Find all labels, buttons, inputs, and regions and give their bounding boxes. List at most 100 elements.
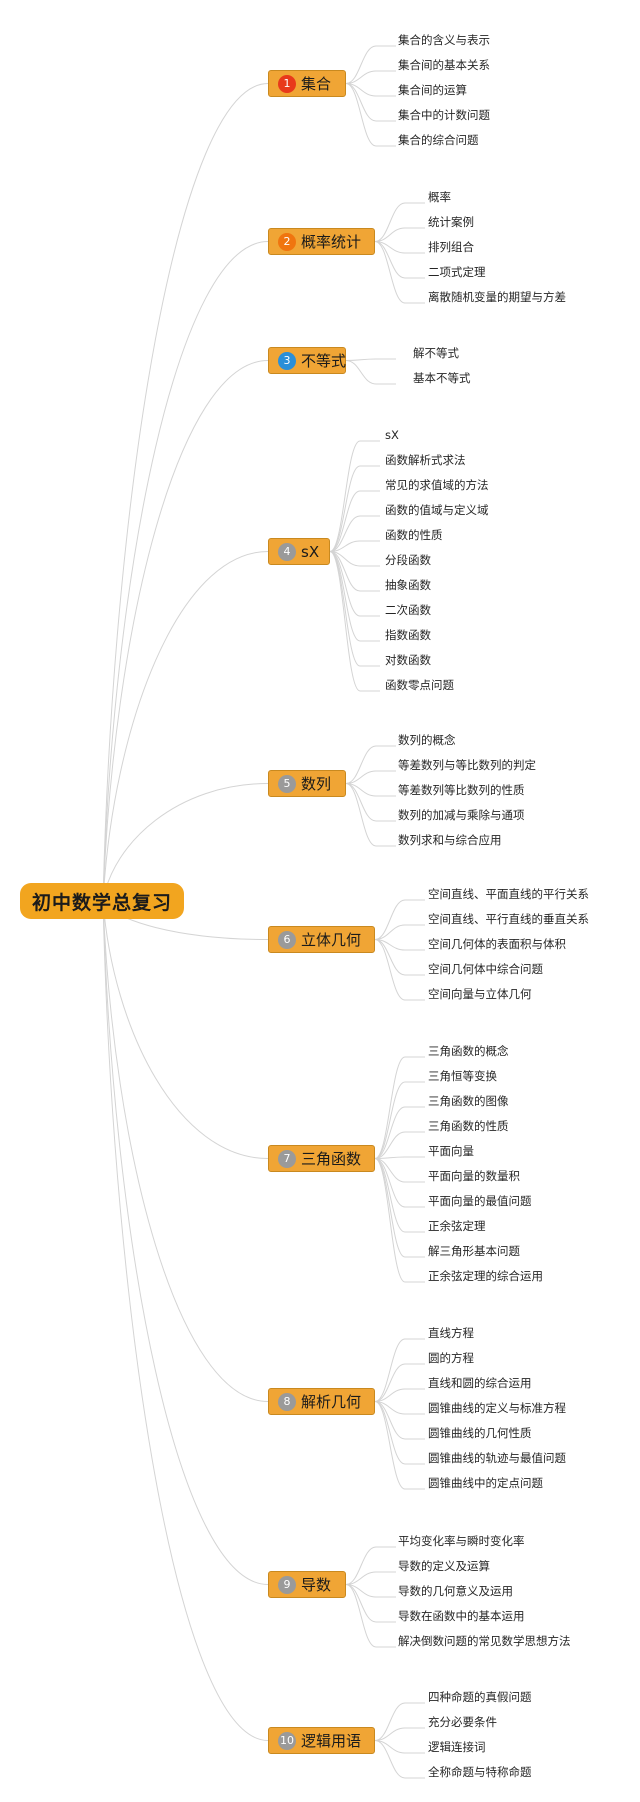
leaf-topic[interactable]: 基本不等式 — [413, 371, 471, 385]
leaf-topic[interactable]: 四种命题的真假问题 — [428, 1690, 532, 1704]
leaf-connector — [374, 899, 425, 940]
branch-node[interactable]: 1 集合 — [268, 70, 346, 97]
leaf-topic[interactable]: 空间直线、平面直线的平行关系 — [428, 887, 589, 901]
leaf-topic[interactable]: 导数在函数中的基本运用 — [398, 1609, 525, 1623]
leaf-topic[interactable]: 对数函数 — [385, 653, 431, 667]
leaf-topic[interactable]: 常见的求值域的方法 — [385, 478, 489, 492]
branch-number-badge: 2 — [278, 232, 296, 251]
leaf-topic[interactable]: 平面向量的最值问题 — [428, 1194, 532, 1208]
branch-connector — [102, 83, 269, 902]
leaf-topic[interactable]: 集合间的基本关系 — [398, 58, 490, 72]
leaf-topic[interactable]: 集合中的计数问题 — [398, 108, 490, 122]
leaf-topic[interactable]: 抽象函数 — [385, 578, 431, 592]
leaf-connector — [345, 1584, 396, 1623]
leaf-topic[interactable]: 直线方程 — [428, 1326, 474, 1340]
branch-label: 集合 — [301, 75, 332, 93]
branch-node[interactable]: 6 立体几何 — [268, 926, 375, 953]
branch-label: 立体几何 — [301, 931, 362, 949]
leaf-topic[interactable]: 函数的性质 — [385, 528, 443, 542]
leaf-topic[interactable]: 导数的几何意义及运用 — [398, 1584, 513, 1598]
leaf-connector — [374, 1740, 425, 1779]
leaf-topic[interactable]: 数列的概念 — [398, 733, 456, 747]
leaf-connector — [345, 358, 396, 361]
leaf-topic[interactable]: 等差数列等比数列的性质 — [398, 783, 525, 797]
leaf-topic[interactable]: 集合的综合问题 — [398, 133, 479, 147]
leaf-topic[interactable]: 三角恒等变换 — [428, 1069, 497, 1083]
leaf-topic[interactable]: 三角函数的性质 — [428, 1119, 509, 1133]
branch-number-badge: 4 — [278, 542, 296, 561]
branch-connector — [102, 783, 269, 902]
leaf-topic[interactable]: 解决倒数问题的常见数学思想方法 — [398, 1634, 571, 1648]
branch-connector — [102, 900, 269, 1402]
leaf-topic[interactable]: 二项式定理 — [428, 265, 486, 279]
leaf-connector — [329, 540, 380, 552]
leaf-connector — [374, 939, 425, 976]
leaf-topic[interactable]: 排列组合 — [428, 240, 474, 254]
leaf-topic[interactable]: 空间几何体的表面积与体积 — [428, 937, 566, 951]
leaf-topic[interactable]: 空间几何体中综合问题 — [428, 962, 543, 976]
root-topic[interactable]: 初中数学总复习 — [20, 883, 184, 919]
leaf-topic[interactable]: 数列的加减与乘除与通项 — [398, 808, 525, 822]
leaf-connector — [374, 939, 425, 951]
leaf-topic[interactable]: 函数零点问题 — [385, 678, 454, 692]
leaf-topic[interactable]: 平面向量的数量积 — [428, 1169, 520, 1183]
leaf-topic[interactable]: 正余弦定理 — [428, 1219, 486, 1233]
leaf-connector — [329, 551, 380, 692]
leaf-topic[interactable]: 三角函数的概念 — [428, 1044, 509, 1058]
branch-connector — [102, 241, 269, 902]
leaf-topic[interactable]: 圆的方程 — [428, 1351, 474, 1365]
leaf-connector — [345, 45, 396, 84]
leaf-topic[interactable]: 空间向量与立体几何 — [428, 987, 532, 1001]
branch-node[interactable]: 4 sX — [268, 538, 330, 565]
branch-number-badge: 6 — [278, 930, 296, 949]
leaf-topic[interactable]: 解三角形基本问题 — [428, 1244, 520, 1258]
leaf-topic[interactable]: 二次函数 — [385, 603, 431, 617]
leaf-topic[interactable]: 等差数列与等比数列的判定 — [398, 758, 536, 772]
leaf-connector — [329, 515, 380, 552]
leaf-topic[interactable]: 分段函数 — [385, 553, 431, 567]
leaf-topic[interactable]: 全称命题与特称命题 — [428, 1765, 532, 1779]
leaf-topic[interactable]: 平均变化率与瞬时变化率 — [398, 1534, 525, 1548]
leaf-topic[interactable]: sX — [385, 428, 399, 442]
branch-number-badge: 7 — [278, 1149, 296, 1168]
leaf-topic[interactable]: 集合间的运算 — [398, 83, 467, 97]
leaf-connector — [329, 490, 380, 552]
leaf-connector — [345, 783, 396, 797]
leaf-topic[interactable]: 空间直线、平行直线的垂直关系 — [428, 912, 589, 926]
branch-label: 不等式 — [301, 352, 347, 370]
leaf-topic[interactable]: 圆锥曲线的几何性质 — [428, 1426, 532, 1440]
leaf-topic[interactable]: 逻辑连接词 — [428, 1740, 486, 1754]
leaf-topic[interactable]: 平面向量 — [428, 1144, 474, 1158]
branch-label: sX — [301, 542, 320, 561]
leaf-topic[interactable]: 函数的值域与定义域 — [385, 503, 489, 517]
leaf-topic[interactable]: 函数解析式求法 — [385, 453, 466, 467]
leaf-topic[interactable]: 充分必要条件 — [428, 1715, 497, 1729]
leaf-topic[interactable]: 导数的定义及运算 — [398, 1559, 490, 1573]
leaf-topic[interactable]: 解不等式 — [413, 346, 459, 360]
leaf-topic[interactable]: 三角函数的图像 — [428, 1094, 509, 1108]
leaf-connector — [345, 1571, 396, 1585]
leaf-topic[interactable]: 概率 — [428, 190, 451, 204]
leaf-topic[interactable]: 集合的含义与表示 — [398, 33, 490, 47]
leaf-topic[interactable]: 正余弦定理的综合运用 — [428, 1269, 543, 1283]
leaf-topic[interactable]: 数列求和与综合应用 — [398, 833, 502, 847]
leaf-topic[interactable]: 直线和圆的综合运用 — [428, 1376, 532, 1390]
leaf-topic[interactable]: 指数函数 — [385, 628, 431, 642]
leaf-connector — [345, 70, 396, 84]
branch-connector — [102, 360, 269, 902]
leaf-topic[interactable]: 圆锥曲线中的定点问题 — [428, 1476, 543, 1490]
leaf-topic[interactable]: 圆锥曲线的定义与标准方程 — [428, 1401, 566, 1415]
leaf-topic[interactable]: 离散随机变量的期望与方差 — [428, 290, 566, 304]
leaf-connector — [374, 1338, 425, 1402]
leaf-topic[interactable]: 统计案例 — [428, 215, 474, 229]
leaf-topic[interactable]: 圆锥曲线的轨迹与最值问题 — [428, 1451, 566, 1465]
branch-label: 导数 — [301, 1576, 332, 1594]
branch-number-badge: 1 — [278, 74, 296, 93]
